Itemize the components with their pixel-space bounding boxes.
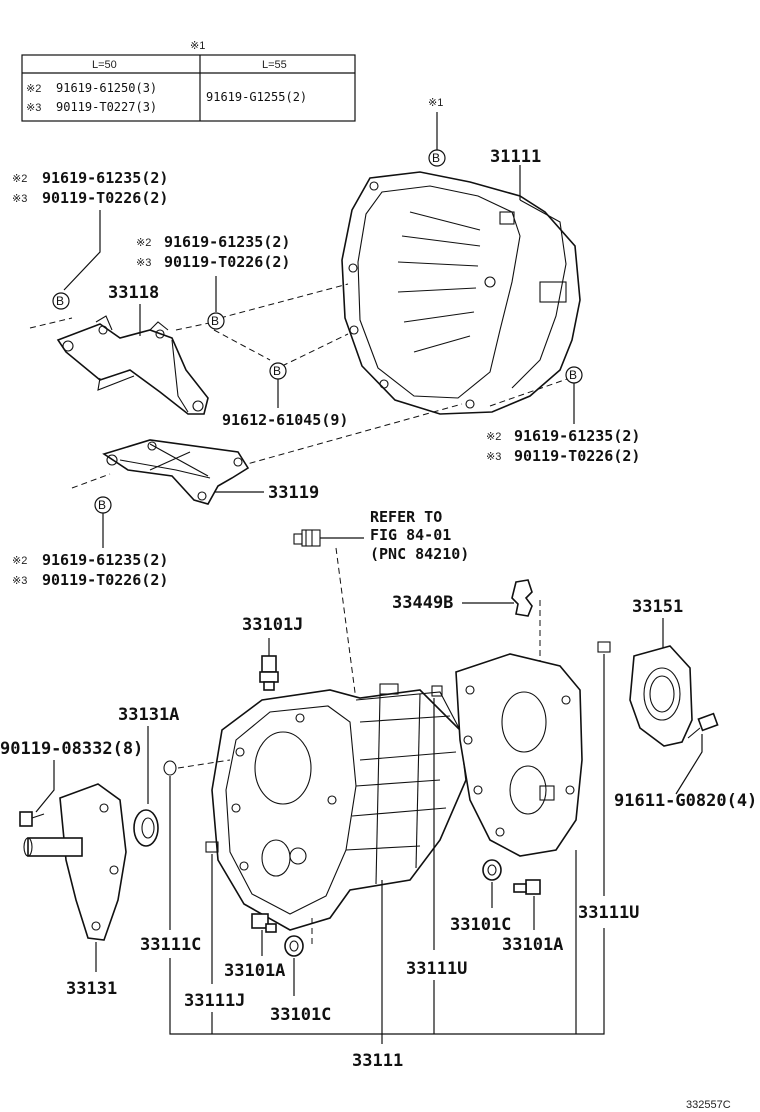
callout-b-4: B (273, 364, 281, 378)
label-33118: 33118 (108, 283, 159, 303)
callout-b-3: B (211, 314, 219, 328)
retainer-33151-drawing (629, 645, 693, 747)
label-91612-61045: 91612-61045(9) (222, 411, 348, 429)
plug-drawing (293, 529, 321, 547)
callout-b-6: B (98, 498, 106, 512)
drain-plug-33101a-right-drawing (513, 879, 541, 895)
g2-line2: 90119-T0226(2) (164, 253, 290, 271)
fastener-length-table: ※1 L=50 L=55 ※2 91619-61250(3) ※3 90119-… (21, 40, 356, 122)
table-row1-part: 91619-61250(3) (56, 81, 157, 95)
g4-line1: 91619-61235(2) (42, 551, 168, 569)
label-33101c-left: 33101C (270, 1005, 331, 1025)
clip-33449b-drawing (511, 579, 533, 617)
label-33111u-right: 33111U (578, 903, 639, 923)
label-33119: 33119 (268, 483, 319, 503)
g2-line1: 91619-61235(2) (164, 233, 290, 251)
label-33151: 33151 (632, 597, 683, 617)
label-31111: 31111 (490, 147, 541, 167)
label-33131a: 33131A (118, 705, 179, 725)
label-33101j: 33101J (242, 615, 303, 635)
label-33101c-right: 33101C (450, 915, 511, 935)
clutch-housing-31111-drawing (341, 171, 581, 415)
oil-seal-33131a-drawing (133, 809, 159, 847)
g3-line1: 91619-61235(2) (514, 427, 640, 445)
g4-line2: 90119-T0226(2) (42, 571, 168, 589)
label-33101a-left: 33101A (224, 961, 285, 981)
extension-housing-33131-drawing (23, 783, 127, 941)
bracket-33119-drawing (102, 439, 250, 505)
table-col2-part: 91619-G1255(2) (206, 90, 307, 104)
table-row2-mark: ※3 (26, 102, 41, 114)
g3-line2: 90119-T0226(2) (514, 447, 640, 465)
table-col1-header: L=50 (92, 59, 117, 71)
bracket-33118-drawing (56, 315, 209, 415)
refer-line1: REFER TO (370, 508, 442, 526)
bolt-90119-drawing (19, 811, 45, 827)
bolt-91611-drawing (687, 712, 719, 739)
g2-mark2: ※2 (136, 237, 151, 249)
g1-line1: 91619-61235(2) (42, 169, 168, 187)
figure-id: 332557C (686, 1099, 731, 1111)
label-33449b: 33449B (392, 593, 453, 613)
g1-mark3: ※3 (12, 193, 27, 205)
table-row1-mark: ※2 (26, 83, 41, 95)
g1-line2: 90119-T0226(2) (42, 189, 168, 207)
label-90119-08332: 90119-08332(8) (0, 739, 143, 759)
drain-plug-33101a-left-drawing (251, 913, 277, 933)
g3-mark3: ※3 (486, 451, 501, 463)
callout-b-2: B (56, 294, 64, 308)
g2-mark3: ※3 (136, 257, 151, 269)
g1-mark2: ※2 (12, 173, 27, 185)
label-33111u-center: 33111U (406, 959, 467, 979)
transmission-case-33111-drawing (211, 683, 467, 931)
label-33111j: 33111J (184, 991, 245, 1011)
label-33131: 33131 (66, 979, 117, 999)
table-header-mark: ※1 (190, 40, 205, 52)
drain-plug-33101j-drawing (259, 655, 279, 691)
g4-mark3: ※3 (12, 575, 27, 587)
label-91611-g0820: 91611-G0820(4) (614, 791, 757, 811)
table-col2-header: L=55 (262, 59, 287, 71)
table-row2-part: 90119-T0227(3) (56, 100, 157, 114)
gasket-33101c-left-drawing (284, 935, 304, 957)
callout-b-5: B (569, 368, 577, 382)
label-33111c-left: 33111C (140, 935, 201, 955)
callout-mark1-top: ※1 (428, 97, 443, 109)
g4-mark2: ※2 (12, 555, 27, 567)
adapter-plate-drawing (455, 653, 583, 857)
label-33111: 33111 (352, 1051, 403, 1071)
g3-mark2: ※2 (486, 431, 501, 443)
callout-b-1: B (432, 151, 440, 165)
label-33101a-right: 33101A (502, 935, 563, 955)
refer-line2: FIG 84-01 (370, 526, 451, 544)
refer-line3: (PNC 84210) (370, 545, 469, 563)
gasket-33101c-right-drawing (482, 859, 502, 881)
